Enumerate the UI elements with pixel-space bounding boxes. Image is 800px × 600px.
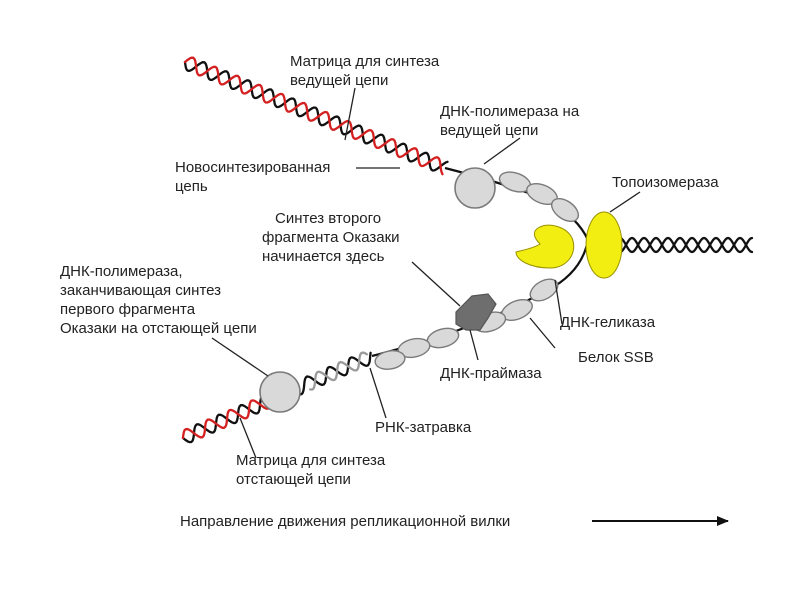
- primase-icon: [455, 293, 497, 331]
- label-leading-template: Матрица для синтеза ведущей цепи: [290, 53, 443, 89]
- new-strand-line: [183, 56, 444, 176]
- topoisomerase-icon: [585, 211, 623, 279]
- leader-line: [529, 317, 556, 349]
- leader-line: [211, 337, 269, 377]
- leading-strand-helix: [183, 56, 449, 176]
- label-lagging-polymerase: ДНК-полимераза, заканчивающая синтез пер…: [60, 263, 257, 337]
- parental-strand-line: [612, 236, 754, 254]
- leader-line: [411, 261, 461, 307]
- ssb-protein-icon: [426, 327, 460, 349]
- ssb-protein-icon: [374, 350, 406, 370]
- leader-line: [344, 87, 356, 141]
- label-fork-direction: Направление движения репликационной вилк…: [180, 513, 510, 530]
- label-second-okazaki: Синтез второго фрагмента Оказаки начинае…: [262, 210, 404, 265]
- label-new-strand: Новосинтезированная цепь: [175, 159, 334, 195]
- lagging-polymerase-icon: [259, 371, 301, 413]
- leader-line: [469, 329, 479, 361]
- label-primase: ДНК-праймаза: [440, 365, 542, 382]
- leading-polymerase-icon: [454, 167, 496, 209]
- leader-line: [483, 137, 521, 165]
- okazaki-fragment-line: [181, 389, 276, 440]
- leader-line: [369, 367, 387, 419]
- ssb-protein-icon: [550, 197, 580, 223]
- leader-line: [609, 191, 641, 213]
- label-ssb: Белок SSB: [578, 349, 654, 366]
- label-leading-polymerase: ДНК-полимераза на ведущей цепи: [440, 103, 583, 139]
- parental-duplex-helix: [612, 236, 754, 254]
- label-lagging-template: Матрица для синтеза отстающей цепи: [236, 452, 389, 488]
- rna-primer-line: [308, 351, 368, 391]
- label-topoisomerase: Топоизомераза: [612, 174, 719, 191]
- template-strand-line: [183, 60, 449, 172]
- leader-line: [554, 279, 563, 325]
- ssb-protein-icon: [529, 278, 559, 302]
- parental-strand-line: [612, 236, 754, 254]
- helicase-icon: [515, 224, 575, 269]
- label-rna-primer: РНК-затравка: [375, 419, 472, 436]
- leader-line: [239, 417, 257, 459]
- label-helicase: ДНК-геликаза: [560, 314, 656, 331]
